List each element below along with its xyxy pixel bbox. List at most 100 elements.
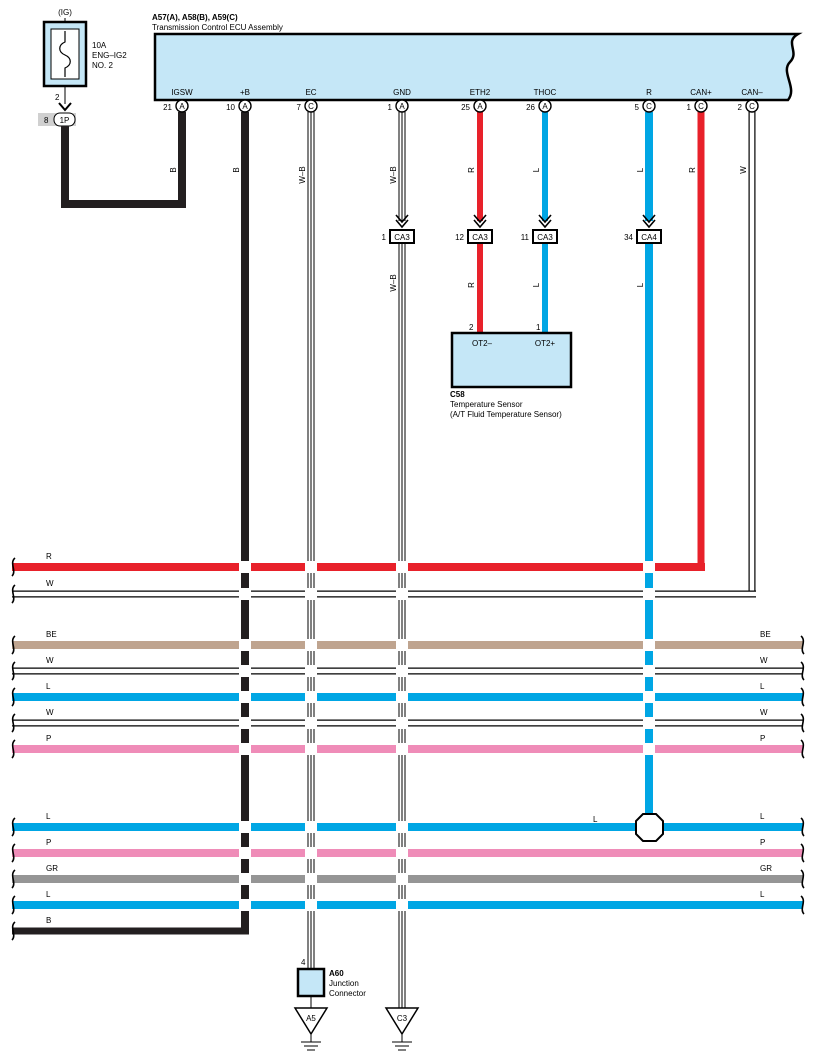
wire-igsw-stroke: [61, 112, 186, 208]
connector-box: [467, 229, 493, 244]
bus-break-right-icon: [800, 895, 805, 915]
bus-break-left-icon: [11, 869, 16, 889]
ecu-terminal-connector: A: [542, 102, 548, 111]
ecu-terminal-pin: 26: [526, 103, 535, 112]
wire-crossing-gap: [305, 561, 317, 573]
fuse-arrow-icon: [58, 102, 72, 112]
fuse-rating: 10A: [92, 41, 107, 50]
junction-connector-code: A60: [329, 969, 344, 978]
bus-break-right-icon: [800, 713, 805, 733]
wire-crossing-gap: [396, 873, 408, 885]
sensor-pin-right: 1: [536, 323, 541, 332]
wire-crossing-gap: [643, 639, 655, 651]
wire-ec: [307, 112, 315, 969]
bus-break-left-icon: [11, 713, 16, 733]
bus-label-left: P: [46, 734, 51, 743]
junction-connector-name1: Junction: [329, 979, 359, 988]
bus-label-left: BE: [46, 630, 57, 639]
wire-crossing-gap: [396, 588, 408, 600]
splice-label: L: [593, 815, 598, 824]
ecu-terminal-connector: A: [477, 102, 483, 111]
ecu-terminal-name: R: [646, 88, 652, 97]
ecu-codes: A57(A), A58(B), A59(C): [152, 13, 238, 22]
wire-crossing-gap: [396, 743, 408, 755]
fuse-out-pin: 2: [55, 93, 60, 102]
bus-label-right: W: [760, 708, 768, 717]
fuse-icon: [59, 31, 71, 77]
fuse-name-line2: NO. 2: [92, 61, 113, 70]
wire-crossing-gap: [305, 588, 317, 600]
bus-label-right: P: [760, 838, 765, 847]
sensor-terminal-right: OT2+: [535, 339, 556, 348]
sensor-terminal-left: OT2–: [472, 339, 493, 348]
ecu-terminal-socket: [642, 99, 656, 113]
connector-box: [389, 229, 415, 244]
wire-crossing-gap: [643, 588, 655, 600]
wire-color-label: B: [232, 167, 241, 172]
wire-crossing-gap: [643, 691, 655, 703]
ecu-terminal-pin: 1: [687, 103, 692, 112]
ecu-terminal-connector: C: [646, 102, 652, 111]
wire-crossing-gap: [239, 899, 251, 911]
connector-arrow-icon: [395, 219, 409, 229]
wire-color-label: R: [467, 167, 476, 173]
bus-label-right: W: [760, 656, 768, 665]
wire-color-label: W–B: [298, 166, 307, 183]
bus-label-left: P: [46, 838, 51, 847]
ecu-terminal-pin: 21: [163, 103, 172, 112]
wire-igsw: [61, 112, 186, 208]
wire-crossing-gap: [643, 665, 655, 677]
fuse-junction-id: 1P: [60, 116, 70, 125]
ecu-terminal-pin: 25: [461, 103, 470, 112]
ecu-terminal-name: IGSW: [171, 88, 193, 97]
bus-break-right-icon: [800, 661, 805, 681]
bus-label-right: L: [760, 682, 765, 691]
bus-break-left-icon: [11, 843, 16, 863]
ecu-terminal-socket: [745, 99, 759, 113]
bus-label-right: L: [760, 890, 765, 899]
bus-label-left: L: [46, 890, 51, 899]
connector-arrow-icon: [642, 219, 656, 229]
connector-id: CA3: [394, 233, 410, 242]
wire-crossing-gap: [239, 665, 251, 677]
ecu-terminal-name: +B: [240, 88, 250, 97]
bus-break-left-icon: [11, 557, 16, 577]
bus-label-left: L: [46, 812, 51, 821]
wire-crossing-gap: [239, 717, 251, 729]
wire-crossing-gap: [239, 588, 251, 600]
wire-crossing-gap: [305, 691, 317, 703]
ground-a5: A5: [293, 996, 329, 1051]
wire-color-label: W: [739, 166, 748, 174]
splice-point: [635, 813, 664, 842]
ecu-terminal-name: ETH2: [470, 88, 491, 97]
bus-label-left: W: [46, 656, 54, 665]
wire-color-label: W–B: [389, 274, 398, 291]
wire-crossing-gap: [239, 821, 251, 833]
wire-crossing-gap: [396, 717, 408, 729]
ecu-terminal-name: CAN–: [741, 88, 763, 97]
wire-crossing-gap: [305, 665, 317, 677]
connector-pin: 11: [521, 233, 530, 242]
wire-crossing-gap: [239, 639, 251, 651]
ground-triangle-icon: [384, 1007, 420, 1036]
ecu-group: A57(A), A58(B), A59(C) Transmission Cont…: [152, 13, 803, 102]
bus-break-right-icon: [800, 739, 805, 759]
connector-id: CA3: [537, 233, 553, 242]
wire-crossing-gap: [239, 561, 251, 573]
wire-crossing-gap: [239, 873, 251, 885]
wire-crossing-gap: [643, 561, 655, 573]
fuse-supply-label: (IG): [58, 8, 72, 17]
ecu-terminal-connector: A: [399, 102, 405, 111]
sensor-pin-left: 2: [469, 323, 474, 332]
ecu-terminal-name: GND: [393, 88, 411, 97]
wire-crossing-gap: [239, 691, 251, 703]
ecu-terminal-pin: 7: [297, 103, 302, 112]
ecu-terminal-name: THOC: [534, 88, 557, 97]
bus-break-right-icon: [800, 843, 805, 863]
ground-label: A5: [306, 1014, 316, 1023]
